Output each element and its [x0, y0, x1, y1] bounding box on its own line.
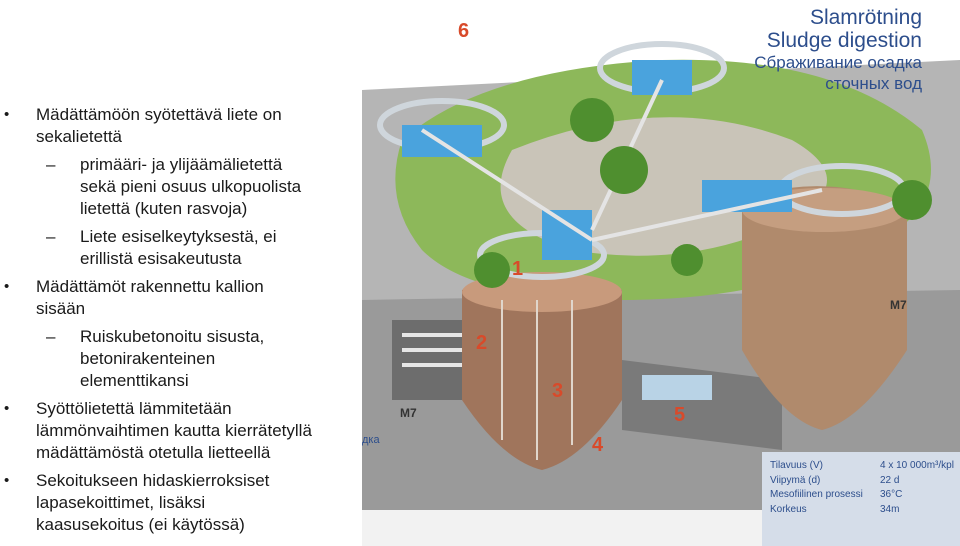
label-4: 4 [592, 434, 604, 456]
label-5: 5 [674, 404, 686, 426]
bullet-item: Sekoitukseen hidaskierroksiset lapasekoit… [0, 470, 362, 536]
bullet-list: Mädättämöön syötettävä liete on sekaliete… [0, 104, 362, 542]
bullet-line: Liete esiselkeytyksestä, ei [80, 227, 277, 246]
spec-key: Viipymä (d) [770, 474, 821, 486]
m7-label-left: M7 [400, 406, 417, 420]
bullet-line: betonirakenteinen [80, 349, 216, 368]
bullet-line: Sekoitukseen hidaskierroksiset [36, 471, 270, 490]
label-3: 3 [552, 380, 564, 402]
spec-row: Mesofiilinen prosessi 36°C [770, 489, 954, 504]
bullet-line: primääri- ja ylijäämälietettä [80, 155, 283, 174]
spec-value: 34m [880, 503, 900, 515]
bullet-line: lämmönvaihtimen kautta kierrätetyllä [36, 421, 312, 440]
bullet-line: Ruiskubetonoitu sisusta, [80, 327, 265, 346]
sludge-digestion-illustration: Slamrötning Sludge digestion Сбраживание… [362, 0, 960, 546]
bullet-item: Mädättämöt rakennettu kallion sisään [0, 276, 362, 320]
illustration-graphic [362, 41, 960, 546]
title-fi: Slamrötning [809, 6, 922, 29]
bullet-line: sekä pieni osuus ulkopuolista [80, 177, 302, 196]
bullet-line: kaasusekoitus (ei käytössä) [36, 515, 245, 534]
digester-tank-right [742, 186, 907, 430]
bullet-line: mädättämöstä otetulla lietteellä [36, 443, 271, 462]
tree [892, 180, 932, 220]
building-top [632, 60, 692, 95]
bullet-line: lietettä (kuten rasvoja) [80, 199, 248, 218]
spec-row: Korkeus 34m [770, 504, 954, 519]
spec-key: Tilavuus (V) [770, 460, 823, 471]
tree [671, 244, 703, 276]
label-1: 1 [512, 258, 524, 280]
spec-row: Viipymä (d) 22 d [770, 475, 954, 490]
label-2: 2 [476, 332, 488, 354]
spec-value: 36°C [880, 489, 903, 500]
bullet-line: lapasekoittimet, lisäksi [36, 493, 206, 512]
bullet-line: Mädättämöt rakennettu kallion [36, 277, 264, 296]
tree [474, 252, 510, 288]
spec-key: Mesofiilinen prosessi [770, 489, 863, 500]
bullet-line: Syöttölietettä lämmitetään [36, 399, 232, 418]
tunnel-left [392, 320, 472, 400]
bullet-item: Syöttölietettä lämmitetään lämmönvaihtime… [0, 398, 362, 464]
title-ru-1: Сбраживание осадка [754, 53, 922, 72]
bullet-line: sisään [36, 299, 86, 318]
bullet-line: elementtikansi [80, 371, 189, 390]
title-en: Sludge digestion [766, 29, 922, 52]
tree [570, 98, 614, 142]
spec-value: 4 x 10 000m³/kpl [880, 460, 954, 471]
bullet-line: Mädättämöön syötettävä liete on [36, 105, 282, 124]
bullet-item: Mädättämöön syötettävä liete on sekaliete… [0, 104, 362, 148]
spec-key: Korkeus [770, 503, 807, 515]
spec-row: Tilavuus (V) 4 x 10 000m³/kpl [770, 460, 954, 475]
sub-bullet-item: primääri- ja ylijäämälietettä sekä pieni … [0, 154, 362, 220]
title-ru-2: сточных вод [825, 74, 922, 93]
diagram-title: Slamrötning Sludge digestion Сбраживание… [754, 6, 922, 94]
cut-off-text: дка [362, 434, 380, 446]
m7-label-right: M7 [890, 298, 907, 312]
bullet-line: sekalietettä [36, 127, 122, 146]
heat-exchangers [642, 375, 712, 400]
tree [600, 146, 648, 194]
sub-bullet-item: Ruiskubetonoitu sisusta, betonirakenteine… [0, 326, 362, 392]
label-6: 6 [458, 20, 470, 42]
bullet-line: erillistä esisakeutusta [80, 249, 242, 268]
spec-value: 22 d [880, 474, 900, 486]
sub-bullet-item: Liete esiselkeytyksestä, ei erillistä esi… [0, 226, 362, 270]
